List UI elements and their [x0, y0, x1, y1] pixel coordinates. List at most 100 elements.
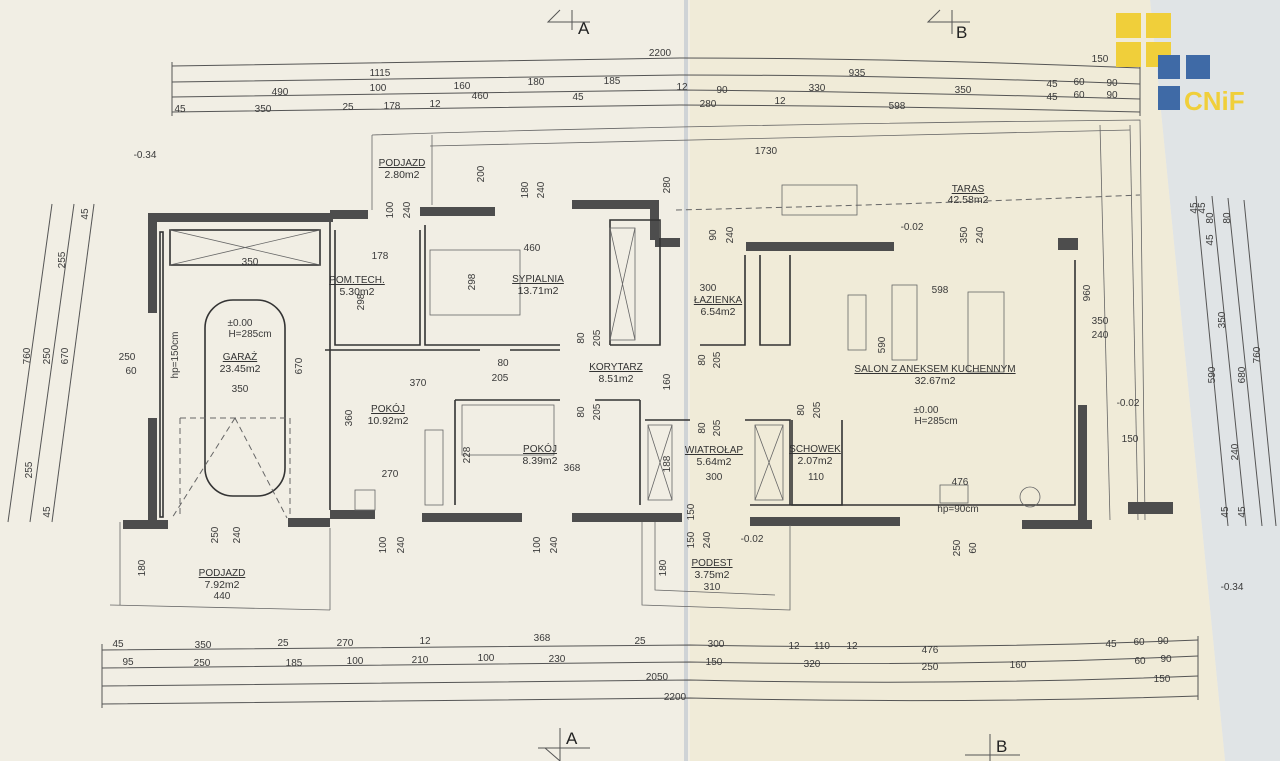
- room-name: PODJAZD: [379, 158, 426, 169]
- svg-text:12: 12: [788, 641, 800, 652]
- svg-text:45: 45: [112, 639, 124, 650]
- room-name: KORYTARZ: [589, 362, 643, 373]
- svg-text:250: 250: [210, 526, 221, 543]
- svg-text:205: 205: [712, 419, 723, 436]
- svg-text:200: 200: [476, 165, 487, 182]
- svg-text:460: 460: [472, 91, 489, 102]
- svg-text:90: 90: [1106, 90, 1118, 101]
- svg-text:B: B: [956, 23, 967, 42]
- svg-text:150: 150: [1154, 674, 1171, 685]
- svg-text:205: 205: [592, 329, 603, 346]
- svg-text:240: 240: [1092, 330, 1109, 341]
- svg-text:590: 590: [877, 336, 888, 353]
- svg-text:80: 80: [697, 354, 708, 366]
- svg-text:150: 150: [1092, 54, 1109, 65]
- svg-text:±0.00: ±0.00: [914, 405, 939, 416]
- bottom-dimensions: 45 350 25 270 12 368 25 300 12 110 12 47…: [101, 633, 1199, 708]
- svg-text:298: 298: [467, 273, 478, 290]
- svg-text:210: 210: [412, 655, 429, 666]
- svg-text:228: 228: [462, 446, 473, 463]
- level-markers: -0.34 -0.34 -0.02 -0.02 -0.02 ±0.00 H=28…: [134, 150, 1244, 593]
- svg-text:240: 240: [702, 531, 713, 548]
- svg-text:230: 230: [549, 654, 566, 665]
- svg-text:90: 90: [1160, 654, 1172, 665]
- room-name: POM.TECH.: [329, 275, 385, 286]
- svg-text:440: 440: [214, 591, 231, 602]
- svg-text:160: 160: [1010, 660, 1027, 671]
- cnif-logo: CNiF: [1116, 13, 1245, 116]
- svg-text:B: B: [996, 737, 1007, 756]
- room-name: PODJAZD: [199, 568, 246, 579]
- svg-text:-0.34: -0.34: [1221, 582, 1244, 593]
- svg-text:90: 90: [1106, 78, 1118, 89]
- svg-text:150: 150: [1122, 434, 1139, 445]
- top-dimensions: 2200 1115 935 150 490 100 160 180 185 12…: [171, 48, 1141, 116]
- svg-text:250: 250: [194, 658, 211, 669]
- svg-text:320: 320: [804, 659, 821, 670]
- svg-text:180: 180: [528, 77, 545, 88]
- room-area: 23.45m2: [220, 363, 261, 375]
- svg-text:60: 60: [125, 366, 137, 377]
- svg-text:670: 670: [294, 357, 305, 374]
- svg-text:360: 360: [344, 409, 355, 426]
- svg-text:180: 180: [520, 181, 531, 198]
- room-name: SYPIALNIA: [512, 274, 564, 285]
- svg-text:25: 25: [634, 636, 646, 647]
- svg-text:205: 205: [812, 401, 823, 418]
- svg-text:80: 80: [1205, 212, 1216, 224]
- room-area: 10.92m2: [368, 415, 409, 427]
- svg-text:80: 80: [497, 358, 509, 369]
- room-area: 8.51m2: [598, 373, 633, 385]
- svg-text:H=285cm: H=285cm: [228, 329, 271, 340]
- svg-text:350: 350: [242, 257, 259, 268]
- svg-text:350: 350: [1092, 316, 1109, 327]
- svg-text:100: 100: [370, 83, 387, 94]
- right-dimensions: 45 45 45 80 80 350 590 680 760 240 45 45: [1189, 195, 1277, 527]
- svg-text:±0.00: ±0.00: [228, 318, 253, 329]
- svg-text:490: 490: [272, 87, 289, 98]
- svg-text:100: 100: [532, 536, 543, 553]
- svg-text:240: 240: [402, 201, 413, 218]
- svg-text:80: 80: [1222, 212, 1233, 224]
- svg-text:CNiF: CNiF: [1184, 86, 1245, 116]
- svg-text:150: 150: [706, 657, 723, 668]
- svg-text:476: 476: [952, 477, 969, 488]
- svg-text:185: 185: [604, 76, 621, 87]
- left-dimensions: 760 255 250 255 45 670 45: [7, 203, 95, 523]
- room-name: TARAS: [952, 184, 985, 195]
- svg-text:240: 240: [725, 226, 736, 243]
- svg-text:12: 12: [774, 96, 786, 107]
- svg-text:95: 95: [122, 657, 134, 668]
- svg-text:45: 45: [1046, 79, 1058, 90]
- svg-text:300: 300: [700, 283, 717, 294]
- svg-text:45: 45: [1205, 234, 1216, 246]
- svg-text:160: 160: [454, 81, 471, 92]
- room-area: 2.80m2: [384, 169, 419, 181]
- section-mark-b-bottom: B: [965, 734, 1020, 761]
- svg-text:350: 350: [955, 85, 972, 96]
- room-area: 3.75m2: [694, 569, 729, 581]
- svg-text:240: 240: [549, 536, 560, 553]
- svg-text:45: 45: [1189, 202, 1200, 214]
- svg-text:-0.02: -0.02: [1117, 398, 1140, 409]
- svg-text:-0.02: -0.02: [741, 534, 764, 545]
- svg-text:185: 185: [286, 658, 303, 669]
- svg-text:205: 205: [492, 373, 509, 384]
- svg-text:476: 476: [922, 645, 939, 656]
- driveway-outline: [109, 522, 331, 611]
- svg-text:100: 100: [347, 656, 364, 667]
- svg-text:250: 250: [922, 662, 939, 673]
- svg-text:280: 280: [662, 176, 673, 193]
- svg-text:60: 60: [1134, 656, 1146, 667]
- svg-text:80: 80: [796, 404, 807, 416]
- svg-text:598: 598: [889, 101, 906, 112]
- svg-text:240: 240: [396, 536, 407, 553]
- svg-text:-0.34: -0.34: [134, 150, 157, 161]
- house-walls: [325, 184, 1173, 529]
- room-area: 5.30m2: [339, 286, 374, 298]
- svg-text:298: 298: [356, 293, 367, 310]
- svg-text:60: 60: [968, 542, 979, 554]
- svg-text:100: 100: [478, 653, 495, 664]
- room-area: 5.64m2: [696, 456, 731, 468]
